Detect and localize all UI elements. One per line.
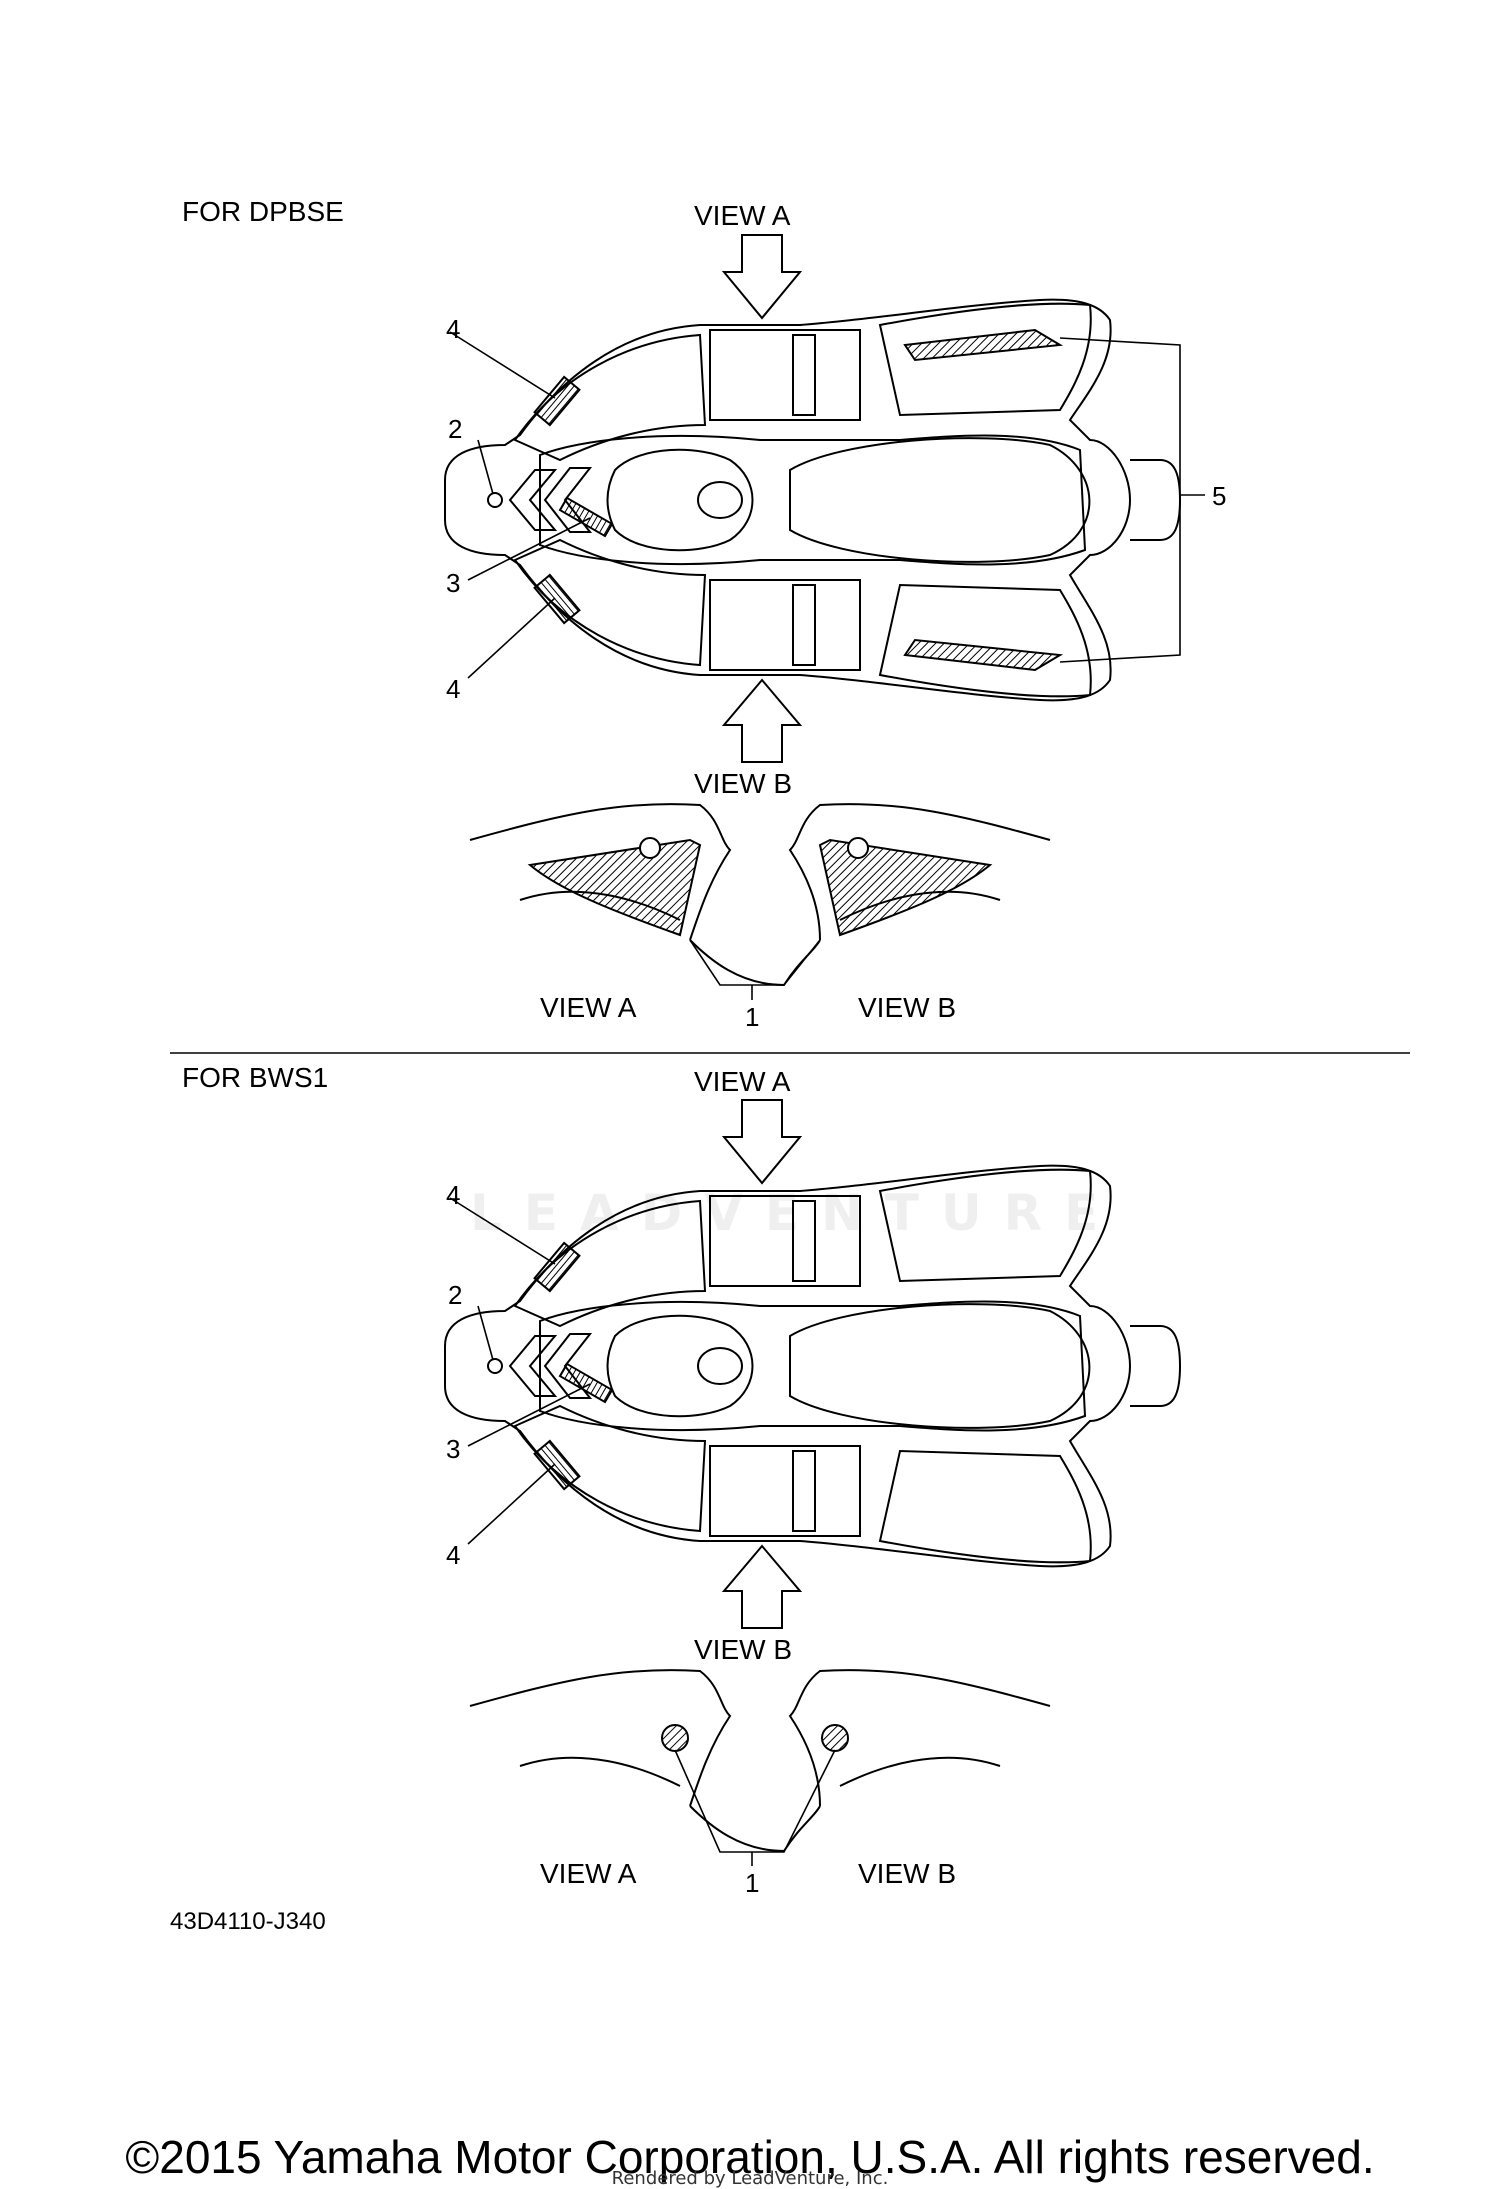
copyright-notice: ©2015 Yamaha Motor Corporation, U.S.A. A… [125,2131,1375,2183]
watermark: LEADVENTURE [470,1184,1121,1242]
view-b-label: VIEW B [694,1634,793,1665]
callout-4: 4 [446,674,461,704]
view-b-arrow [721,1544,803,1629]
callout-1: 1 [745,1002,760,1032]
callout-5: 5 [1212,481,1227,511]
callout-4: 4 [446,1180,461,1210]
variant-label: FOR BWS1 [182,1062,329,1093]
view-a-arrow [721,234,803,320]
detail-view-b-label: VIEW B [858,992,957,1023]
view-b-arrow [721,678,803,763]
callout-2: 2 [448,1280,463,1310]
callout-1: 1 [745,1868,760,1898]
view-b-label: VIEW B [694,768,793,799]
callout-4: 4 [446,314,461,344]
rendered-by: Rendered by LeadVenture, Inc. [611,2168,889,2189]
vehicle-top-view-dpbse [444,298,1181,702]
callout-3: 3 [446,568,461,598]
callout-4: 4 [446,1540,461,1570]
yamaha-emblem-icon [661,1724,689,1752]
callout-3: 3 [446,1434,461,1464]
detail-views-dpbse [469,803,1051,987]
view-a-label: VIEW A [694,1066,791,1097]
variant-label: FOR DPBSE [182,196,344,227]
detail-views-bws1 [469,1669,1051,1853]
callout-2: 2 [448,414,463,444]
view-a-label: VIEW A [694,200,791,231]
view-a-arrow [721,1099,803,1185]
yamaha-emblem-icon [821,1724,849,1752]
detail-view-b-label: VIEW B [858,1858,957,1889]
detail-view-a-label: VIEW A [540,992,637,1023]
diagram-code: 43D4110-J340 [170,1908,326,1935]
detail-view-a-label: VIEW A [540,1858,637,1889]
